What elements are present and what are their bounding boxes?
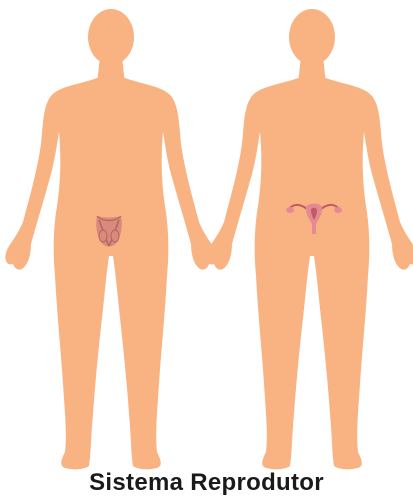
female-figure [206, 9, 413, 469]
male-figure [5, 9, 216, 469]
diagram-caption: Sistema Reprodutor [0, 466, 413, 500]
